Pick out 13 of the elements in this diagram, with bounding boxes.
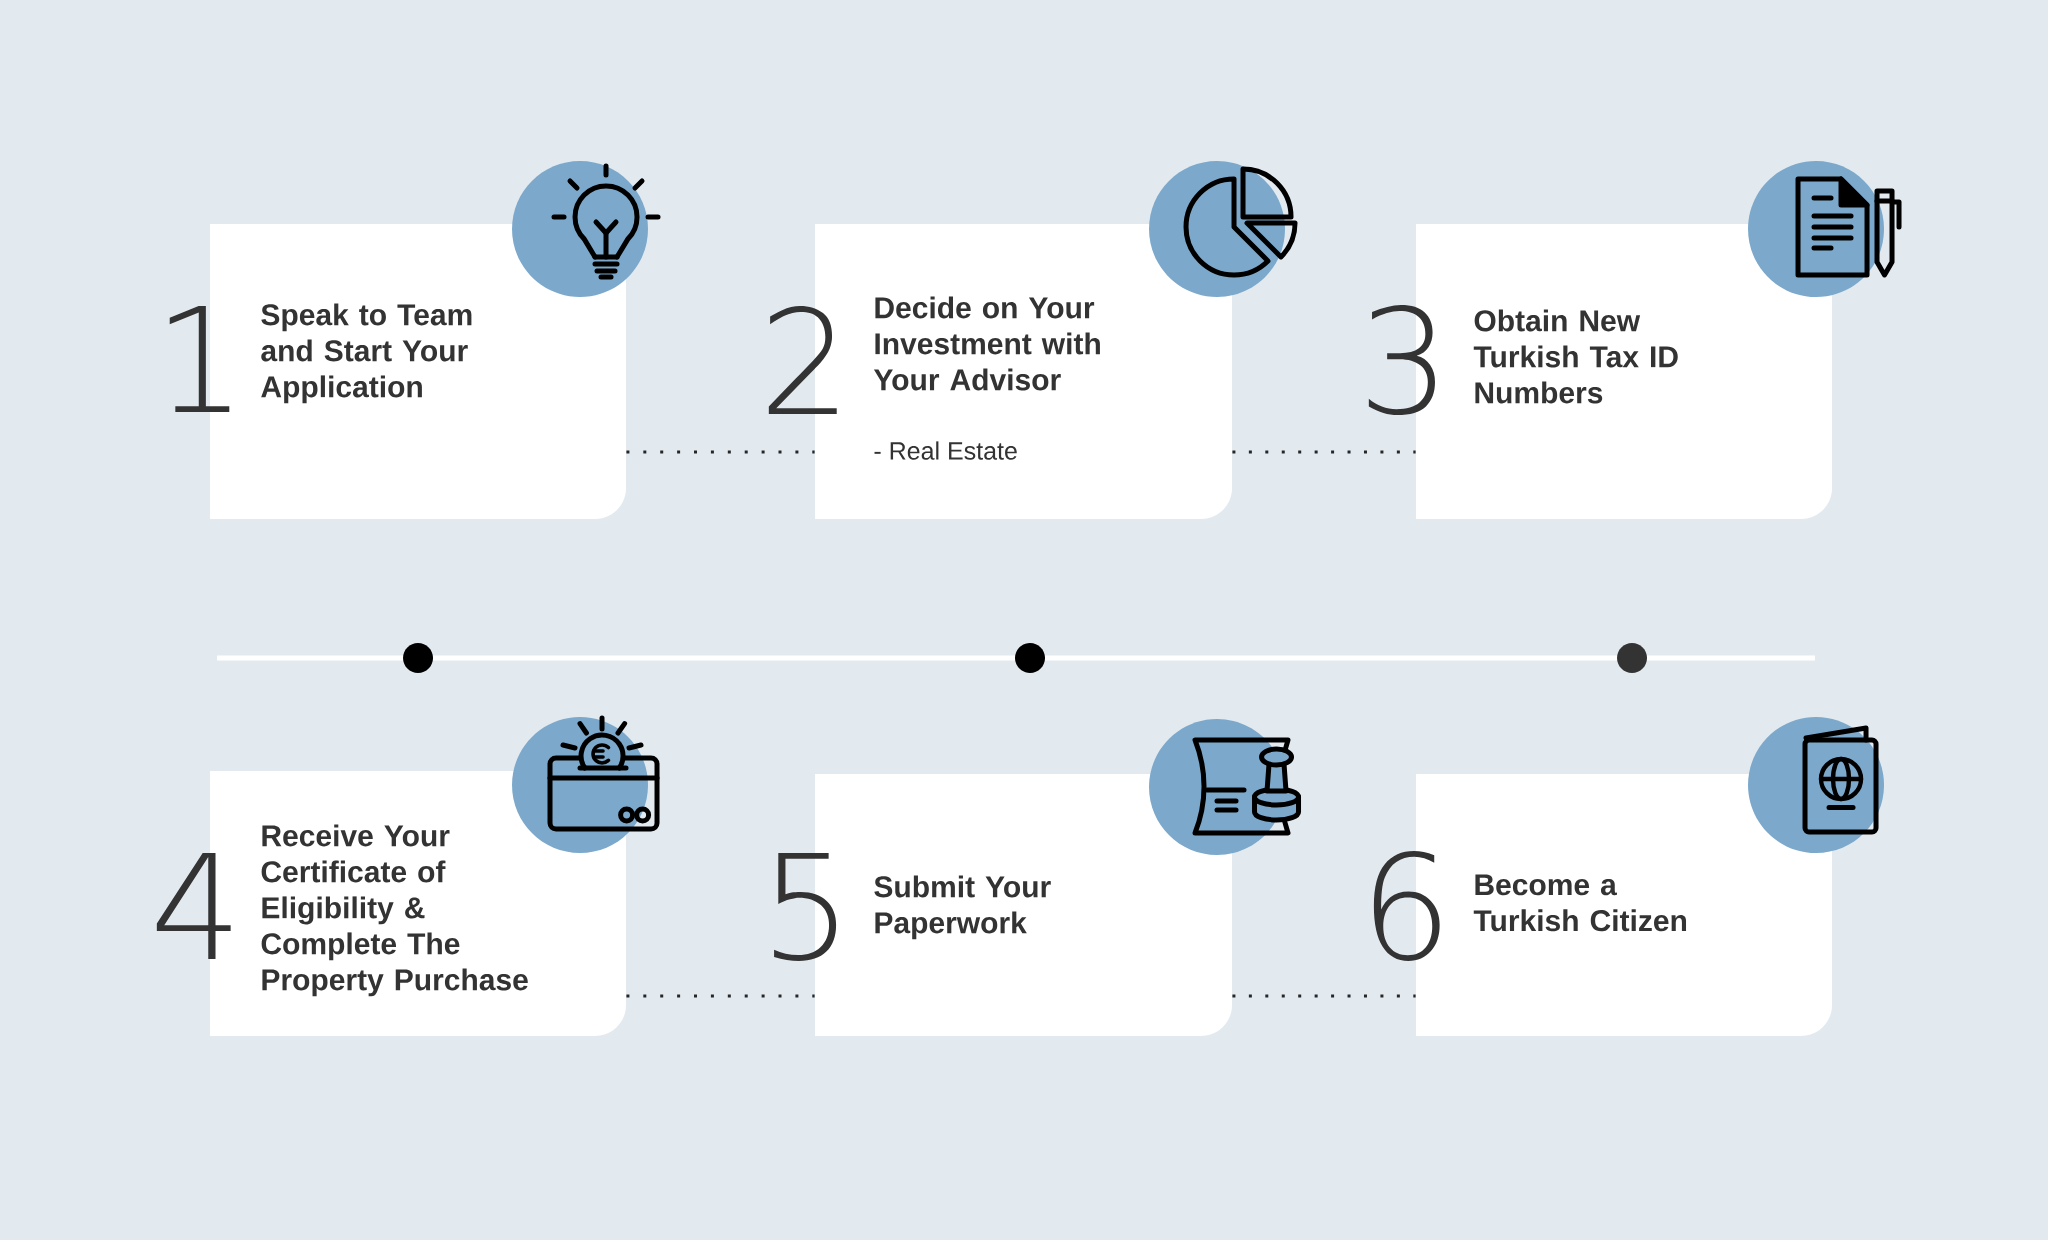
step-number: 1	[169, 306, 230, 412]
step-number: 4	[156, 853, 231, 959]
step-title: Receive Your Certificate of Eligibility & Complete The Property Purchase	[261, 824, 528, 997]
step-number: 3	[1368, 305, 1435, 415]
step-number: 6	[1373, 851, 1440, 961]
step-number: 5	[774, 853, 837, 962]
step-title: Obtain New Turkish Tax ID Numbers	[1473, 309, 1678, 404]
step-title: Decide on Your Investment with Your Advisor	[873, 296, 1100, 391]
step-number: 2	[768, 306, 837, 414]
step-title: Speak to Team and Start Your Application	[261, 303, 472, 404]
step-note: - Real Estate	[874, 441, 1017, 460]
step-title: Become a Turkish Citizen	[1473, 874, 1687, 932]
step-title: Submit Your Paperwork	[874, 875, 1051, 940]
